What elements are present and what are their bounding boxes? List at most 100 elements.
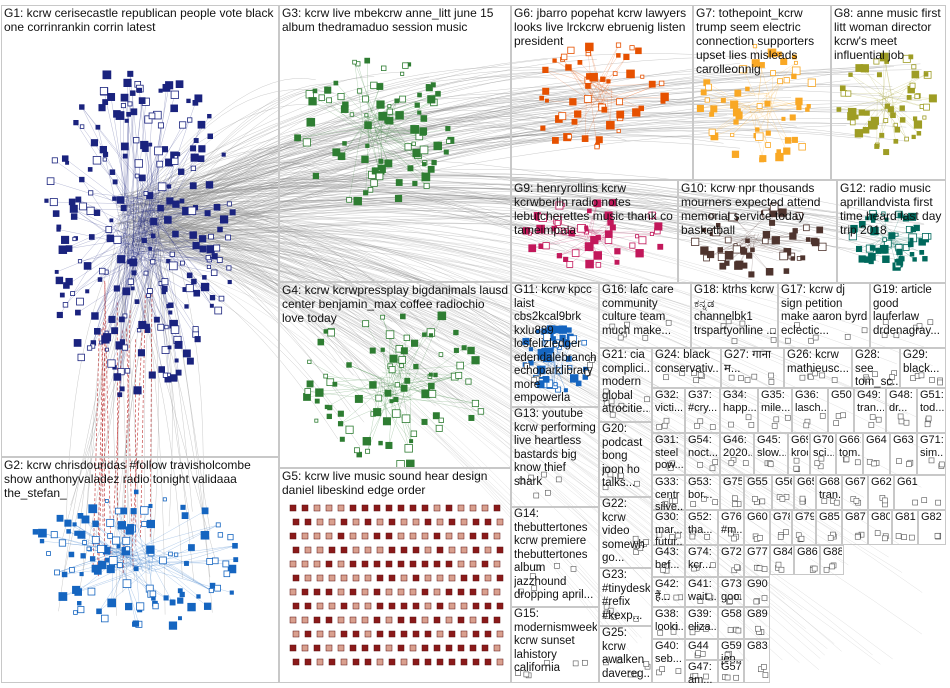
group-label-g20: G20: podcast bong joon ho talks... [602, 423, 650, 491]
group-box-g84: G84 [770, 545, 794, 575]
group-box-g35: G35: mile... [758, 388, 792, 433]
group-box-g20: G20: podcast bong joon ho talks... [599, 422, 652, 497]
group-box-g34: G34: happ... [720, 388, 758, 433]
group-label-g77: G77 [747, 546, 768, 559]
group-label-g74: G74: kcr... [688, 546, 716, 571]
group-box-g32: G32: victi... [652, 388, 685, 433]
group-box-g8: G8: anne music first litt woman director… [831, 5, 946, 180]
group-label-g6: G6: jbarro popehat kcrw lawyers looks li… [514, 6, 691, 48]
group-box-g26: G26: kcrw mathieusc... [784, 348, 852, 388]
group-label-g83: G83 [747, 640, 768, 653]
group-label-g15: G15: modernismweek kcrw sunset lahistory… [514, 608, 597, 676]
group-box-g74: G74: kcr... [685, 545, 718, 577]
group-box-g80: G80 [868, 510, 892, 545]
group-label-g89: G89 [747, 608, 768, 621]
group-box-g52: G52: tha... [685, 510, 718, 545]
group-box-g78: G78 [770, 510, 792, 545]
group-box-g68: G68: tran... [816, 475, 842, 510]
group-box-g87: G87 [842, 510, 868, 545]
group-label-g81: G81 [895, 511, 916, 524]
group-label-g58: G58 [721, 608, 742, 621]
group-box-g67: G67 [842, 475, 868, 510]
group-label-g62: G62 [871, 476, 892, 489]
group-box-g64: G64 [863, 433, 890, 475]
group-label-g19: G19: article good lauferlaw drdenagray..… [873, 284, 944, 338]
group-label-g53: G53: bor... [688, 476, 718, 501]
group-label-g72: G72 [721, 546, 742, 559]
group-label-g54: G54: noct... [688, 434, 718, 459]
group-box-g55: G55 [744, 475, 772, 510]
group-box-g88: G88 [820, 545, 844, 575]
group-label-g52: G52: tha... [688, 511, 716, 536]
group-box-g86: G86 [794, 545, 820, 575]
group-label-g5: G5: kcrw live music sound hear design da… [282, 469, 509, 497]
group-box-g33: G33: centr silve... [652, 475, 685, 510]
group-box-g53: G53: bor... [685, 475, 720, 510]
group-box-g49: G49: tran... [854, 388, 886, 433]
group-label-g32: G32: victi... [655, 389, 683, 414]
group-label-g7: G7: tothepoint_kcrw trump seem electric … [696, 6, 829, 76]
group-box-g60: G60 [744, 510, 770, 545]
group-label-g14: G14: thebuttertones kcrw premiere thebut… [514, 508, 597, 603]
group-box-g45: G45: slow... [754, 433, 788, 475]
group-box-g75: G75 [720, 475, 744, 510]
group-label-g70: G70: sci... [813, 434, 834, 459]
group-box-g25: G25: kcrw awalken davereg... [599, 626, 652, 683]
group-label-g46: G46: 2020... [723, 434, 752, 459]
group-label-g85: G85 [819, 511, 840, 524]
group-label-g9: G9: henryrollins kcrw kcrwberlin radio n… [514, 181, 676, 237]
group-label-g68: G68: tran... [819, 476, 840, 501]
group-box-g4: G4: kcrw kcrwpressplay bigdanimals lausd… [279, 282, 511, 468]
group-box-g17: G17: kcrw dj sign petition make aaron by… [778, 283, 870, 348]
group-box-g22: G22: kcrw video somewh go... [599, 497, 652, 568]
group-label-g21: G21: cia complici... modern global atroc… [602, 349, 650, 417]
group-box-g24: G24: black conservativ... [652, 348, 721, 388]
group-box-g10: G10: kcrw npr thousands mourners expecte… [678, 180, 837, 283]
group-label-g16: G16: lafc care community culture team mu… [602, 284, 689, 338]
group-label-g76: G76: #m... [721, 511, 742, 536]
group-label-g39: G39: eliza... [688, 608, 716, 633]
group-label-g63: G63 [893, 434, 915, 447]
group-label-g26: G26: kcrw mathieusc... [787, 349, 850, 376]
group-box-g72: G72 [718, 545, 744, 577]
group-box-g90: G90 [744, 577, 770, 607]
group-box-g58: G58 [718, 607, 744, 639]
group-label-g60: G60 [747, 511, 768, 524]
group-label-g31: G31: steel pow... [655, 434, 683, 472]
group-label-g45: G45: slow... [757, 434, 786, 459]
group-box-g11: G11: kcrw kpcc laist cbs2kcal9brk kxlu88… [511, 283, 599, 407]
group-box-g42: G42: हैं... [652, 577, 685, 607]
group-label-g28: G28: see tom_sc... [855, 349, 898, 390]
group-box-g44: G44 [685, 639, 718, 660]
group-box-g36: G36: lasch... [792, 388, 828, 433]
group-label-g2: G2: kcrw chrisdouridas #follow travishol… [4, 458, 277, 500]
group-label-g4: G4: kcrw kcrwpressplay bigdanimals lausd… [282, 283, 509, 325]
group-label-g82: G82 [921, 511, 944, 524]
group-label-g8: G8: anne music first litt woman director… [834, 6, 944, 62]
group-label-g36: G36: lasch... [795, 389, 826, 414]
group-label-g13: G13: youtube kcrw performing live heartl… [514, 408, 597, 489]
group-label-g1: G1: kcrw cerisecastle republican people … [4, 6, 277, 34]
group-box-g3: G3: kcrw live mbekcrw anne_litt june 15 … [279, 5, 511, 282]
group-box-g47: G47: am... [685, 660, 718, 683]
group-label-g33: G33: centr silve... [655, 476, 683, 514]
group-box-g59: G59: jen... [718, 639, 744, 660]
group-label-g43: G43: bef... [655, 546, 683, 571]
group-label-g22: G22: kcrw video somewh go... [602, 498, 650, 566]
group-label-g27: G27: गाना म... [724, 349, 782, 376]
group-label-g35: G35: mile... [761, 389, 790, 414]
group-box-g73: G73: goo... [718, 577, 744, 607]
group-label-g80: G80 [871, 511, 890, 524]
group-label-g86: G86 [797, 546, 818, 559]
group-box-g37: G37: #cry... [685, 388, 720, 433]
group-label-g37: G37: #cry... [688, 389, 718, 414]
group-box-g63: G63 [890, 433, 917, 475]
group-box-g46: G46: 2020... [720, 433, 754, 475]
group-label-g10: G10: kcrw npr thousands mourners expecte… [681, 181, 835, 237]
group-label-g51: G51: tod... [920, 389, 944, 414]
group-label-g84: G84 [773, 546, 792, 559]
group-box-g89: G89 [744, 607, 770, 639]
group-box-g62: G62 [868, 475, 894, 510]
group-box-g19: G19: article good lauferlaw drdenagray..… [870, 283, 946, 348]
group-box-g76: G76: #m... [718, 510, 744, 545]
